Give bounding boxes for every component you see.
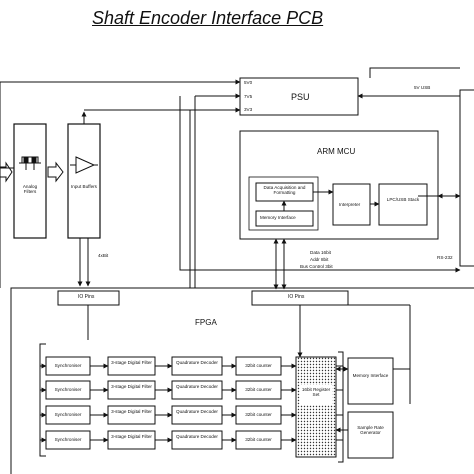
mcu-daq-label: Data Acquisition and Formatting [263,185,306,195]
psu-connector-line [369,67,460,78]
sample-rate-label: Sample Rate Generator [357,425,384,435]
mcu-interpreter-label: Interpreter [339,202,361,207]
input-buffers-block [67,123,101,239]
wires [0,67,461,433]
mcu-usb-stack-label: LPC/USB Stack [386,197,420,202]
diagram-title: Shaft Encoder Interface PCB [92,8,324,28]
decoder-label-4: Quadrature Decoder [176,434,218,439]
channel-bracket-left [39,343,46,457]
synchroniser-label-4: Synchroniser [54,437,82,442]
psu-rail-5v0: 5V0 [244,80,253,85]
bus-label-addr: Addr 8bit [310,257,329,262]
bus-label-data: Data 16bit [310,250,331,255]
counter-label-1: 32bit counter [245,363,272,368]
mcu-block [239,130,439,240]
analog-bus-label: 4xBit [98,253,109,258]
channel-rows [40,356,343,450]
input-arrow-2-icon [47,161,64,183]
filter-label-1: 3-stage Digital Filter [111,360,152,365]
rs232-label: RS-232 [437,255,453,260]
psu-rail-3v3: 3V3 [244,107,253,112]
filter-symbol-icon [19,156,41,170]
fpga-memory-block [347,357,394,405]
channel-bracket-right [338,351,344,463]
mem-to-right [393,368,411,404]
decoder-label-1: Quadrature Decoder [176,360,218,365]
fpga-label: FPGA [195,318,217,327]
counter-label-2: 32bit counter [245,387,272,392]
synchroniser-label-3: Synchroniser [54,412,82,417]
decoder-label-3: Quadrature Decoder [176,409,218,414]
connector-block [459,89,474,267]
analog-filters-label: Analog Filters [22,184,38,194]
register-set-label: 16bit Register Set [301,387,331,397]
fpga-memory-label: Memory Interface [352,373,389,378]
psu-rail-7v5: 7V5 [244,94,253,99]
filter-label-2: 3-stage Digital Filter [111,384,152,389]
input-buffers-label: Input Buffers [71,184,97,189]
synchroniser-label-2: Synchroniser [54,387,82,392]
sample-rate-block [347,411,394,459]
register-set-block [295,356,337,458]
filter-label-4: 3-stage Digital Filter [111,434,152,439]
rs232-line [179,96,461,273]
mcu-label: ARM MCU [317,147,356,156]
bus-label-control: Bus Control 3bit [300,264,333,269]
io-pins-left-label: IO Pins [78,294,95,300]
analog-filters-block [13,123,47,239]
psu-label: PSU [291,92,310,102]
fpga-block [10,287,474,474]
icons [0,111,98,183]
synchroniser-label-1: Synchroniser [54,363,82,368]
input-arrow-1-icon [0,161,13,183]
mcu-memory-label: Memory Interface [260,215,296,220]
buffer-triangle-icon [70,156,98,174]
mcu-usb-stack-block [378,183,428,226]
io-pins-right-label: IO Pins [288,294,305,300]
usb-label: 5V USB [414,85,431,90]
filter-label-3: 3-stage Digital Filter [111,409,152,414]
mcu-group-outline [248,176,319,231]
counter-label-4: 32bit counter [245,437,272,442]
counter-label-3: 32bit counter [245,412,272,417]
register-set-label-bg [300,385,332,405]
decoder-label-2: Quadrature Decoder [176,384,218,389]
